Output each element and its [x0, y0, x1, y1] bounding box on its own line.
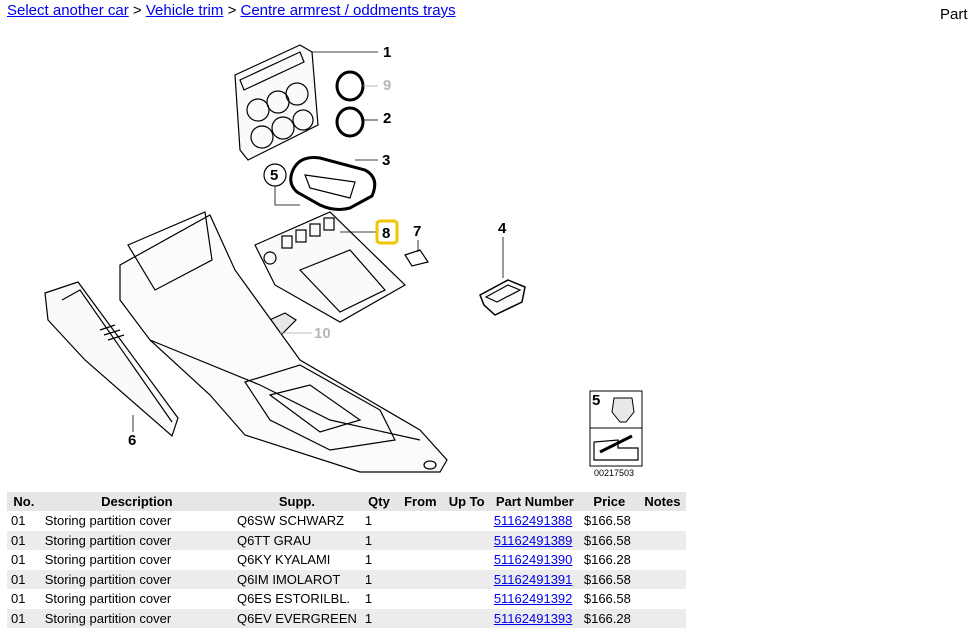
- cell-supp: Q6KY KYALAMI: [233, 550, 361, 570]
- cell-no: 01: [7, 511, 41, 531]
- col-notes: Notes: [639, 492, 686, 511]
- cell-from: [397, 550, 443, 570]
- cell-supp: Q6EV EVERGREEN: [233, 609, 361, 628]
- cell-description: Storing partition cover: [41, 570, 233, 590]
- cell-upto: [444, 589, 490, 609]
- table-row: 01 Storing partition cover Q6ES ESTORILB…: [7, 589, 686, 609]
- cell-notes: [639, 570, 686, 590]
- table-row: 01 Storing partition cover Q6KY KYALAMI …: [7, 550, 686, 570]
- cell-upto: [444, 511, 490, 531]
- cell-supp: Q6ES ESTORILBL.: [233, 589, 361, 609]
- cell-upto: [444, 550, 490, 570]
- col-upto: Up To: [444, 492, 490, 511]
- col-supp: Supp.: [233, 492, 361, 511]
- cell-no: 01: [7, 609, 41, 628]
- cell-description: Storing partition cover: [41, 531, 233, 551]
- callout-7[interactable]: 7: [413, 223, 421, 240]
- cell-qty: 1: [361, 570, 397, 590]
- callout-9[interactable]: 9: [383, 77, 391, 94]
- cell-from: [397, 531, 443, 551]
- table-row: 01 Storing partition cover Q6EV EVERGREE…: [7, 609, 686, 628]
- callout-4[interactable]: 4: [498, 220, 507, 237]
- cell-part-number: 51162491393: [490, 609, 580, 628]
- callout-6[interactable]: 6: [128, 432, 136, 449]
- col-qty: Qty: [361, 492, 397, 511]
- cell-part-number: 51162491390: [490, 550, 580, 570]
- cell-upto: [444, 609, 490, 628]
- col-from: From: [397, 492, 443, 511]
- cell-qty: 1: [361, 531, 397, 551]
- callout-8[interactable]: 8: [382, 225, 390, 242]
- cell-notes: [639, 531, 686, 551]
- callout-5[interactable]: 5: [270, 167, 278, 184]
- cell-no: 01: [7, 550, 41, 570]
- cell-notes: [639, 609, 686, 628]
- cell-qty: 1: [361, 511, 397, 531]
- callout-1[interactable]: 1: [383, 44, 391, 61]
- part-number-link[interactable]: 51162491392: [494, 591, 573, 606]
- callout-3[interactable]: 3: [382, 152, 390, 169]
- cell-price: $166.58: [580, 589, 639, 609]
- cell-price: $166.28: [580, 609, 639, 628]
- cell-no: 01: [7, 570, 41, 590]
- diagram-id: 00217503: [594, 468, 634, 478]
- callout-2[interactable]: 2: [383, 110, 391, 127]
- part-number-link[interactable]: 51162491389: [494, 533, 573, 548]
- diagram-drawing: [45, 45, 525, 472]
- part-number-link[interactable]: 51162491391: [494, 572, 573, 587]
- cell-notes: [639, 589, 686, 609]
- cell-no: 01: [7, 531, 41, 551]
- cell-description: Storing partition cover: [41, 550, 233, 570]
- table-row: 01 Storing partition cover Q6TT GRAU 1 5…: [7, 531, 686, 551]
- cell-upto: [444, 570, 490, 590]
- cell-supp: Q6IM IMOLAROT: [233, 570, 361, 590]
- cell-price: $166.58: [580, 511, 639, 531]
- part-number-link[interactable]: 51162491393: [494, 611, 573, 626]
- parts-table: No. Description Supp. Qty From Up To Par…: [7, 492, 686, 628]
- cell-qty: 1: [361, 609, 397, 628]
- part-number-link[interactable]: 51162491390: [494, 552, 573, 567]
- cell-no: 01: [7, 589, 41, 609]
- cell-notes: [639, 511, 686, 531]
- cell-description: Storing partition cover: [41, 609, 233, 628]
- cell-part-number: 51162491391: [490, 570, 580, 590]
- callout-10[interactable]: 10: [314, 325, 331, 342]
- col-price: Price: [580, 492, 639, 511]
- col-part-number: Part Number: [490, 492, 580, 511]
- parts-diagram: 1 9 2 3 5 8 7 4 10 6 5 00217503: [0, 0, 969, 490]
- table-row: 01 Storing partition cover Q6IM IMOLAROT…: [7, 570, 686, 590]
- col-description: Description: [41, 492, 233, 511]
- cell-supp: Q6TT GRAU: [233, 531, 361, 551]
- cell-part-number: 51162491389: [490, 531, 580, 551]
- cell-from: [397, 589, 443, 609]
- cell-part-number: 51162491392: [490, 589, 580, 609]
- cell-qty: 1: [361, 550, 397, 570]
- cell-price: $166.28: [580, 550, 639, 570]
- table-header-row: No. Description Supp. Qty From Up To Par…: [7, 492, 686, 511]
- inset-callout-5: 5: [592, 392, 600, 409]
- cell-notes: [639, 550, 686, 570]
- cell-from: [397, 570, 443, 590]
- cell-from: [397, 511, 443, 531]
- cell-part-number: 51162491388: [490, 511, 580, 531]
- table-row: 01 Storing partition cover Q6SW SCHWARZ …: [7, 511, 686, 531]
- col-no: No.: [7, 492, 41, 511]
- cell-description: Storing partition cover: [41, 511, 233, 531]
- cell-supp: Q6SW SCHWARZ: [233, 511, 361, 531]
- cell-description: Storing partition cover: [41, 589, 233, 609]
- part-number-link[interactable]: 51162491388: [494, 513, 573, 528]
- cell-upto: [444, 531, 490, 551]
- cell-price: $166.58: [580, 570, 639, 590]
- cell-from: [397, 609, 443, 628]
- cell-price: $166.58: [580, 531, 639, 551]
- cell-qty: 1: [361, 589, 397, 609]
